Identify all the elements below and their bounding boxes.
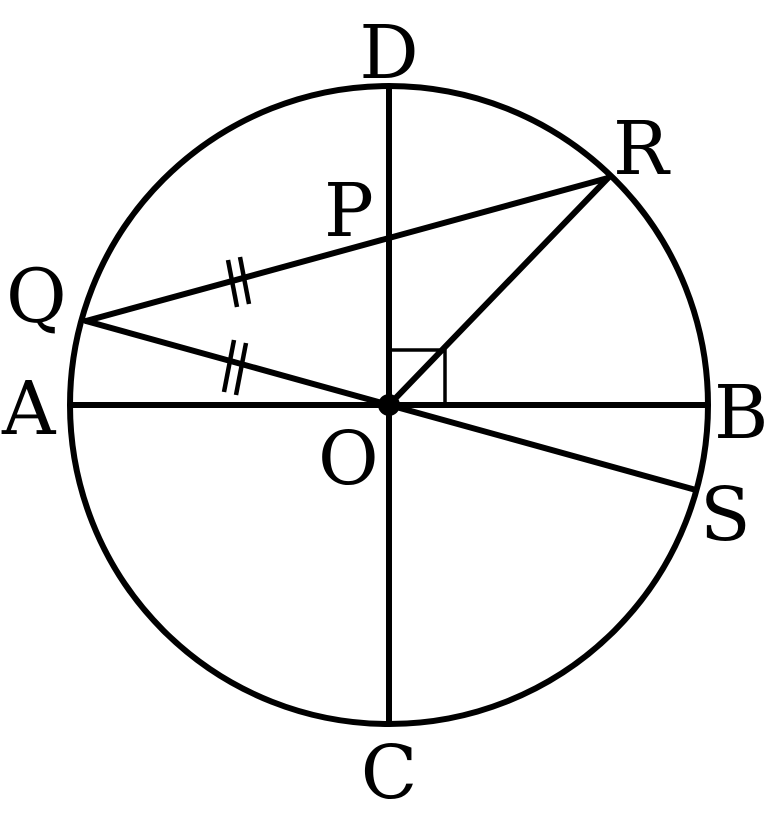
label-c: C: [361, 730, 418, 816]
label-q: Q: [6, 254, 67, 340]
label-s: S: [700, 472, 751, 558]
label-b: B: [714, 370, 768, 456]
label-o: O: [318, 416, 379, 502]
equal-ticks-qp: [225, 256, 252, 308]
equal-ticks-qo: [221, 339, 249, 396]
right-angle-marker: [389, 348, 447, 405]
label-a: A: [1, 366, 57, 452]
label-p: P: [324, 168, 374, 254]
center-point: [378, 394, 400, 416]
chord-qr: [83, 175, 611, 324]
radius-or: [386, 175, 611, 408]
label-d: D: [359, 10, 418, 96]
label-r: R: [613, 106, 671, 192]
